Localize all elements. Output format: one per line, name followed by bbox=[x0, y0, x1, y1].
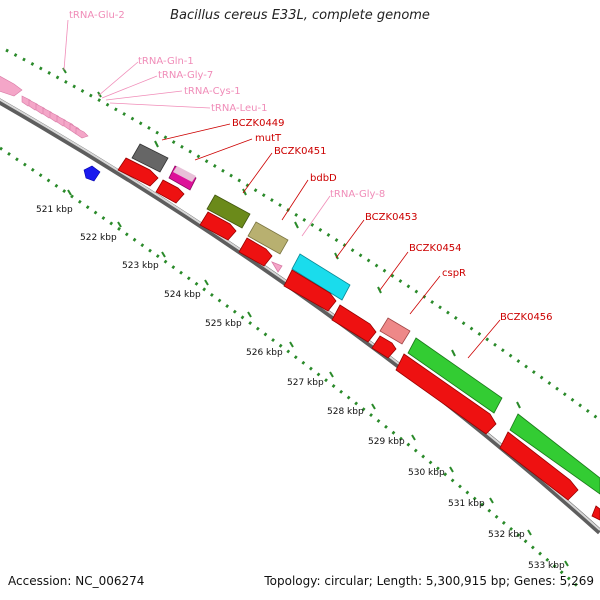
cds-strand-features bbox=[117, 157, 600, 521]
kbp-label-529: 529 kbp bbox=[368, 437, 405, 447]
label-trna-gly-8: tRNA-Gly-8 bbox=[330, 189, 385, 200]
label-bczk0451: BCZK0451 bbox=[274, 146, 327, 157]
kbp-label-530: 530 kbp bbox=[408, 468, 445, 478]
kbp-labels: 521 kbp 522 kbp 523 kbp 524 kbp 525 kbp … bbox=[36, 205, 565, 571]
trna-glu-2-feature bbox=[0, 75, 23, 97]
feature-mutt-light bbox=[173, 166, 196, 182]
label-bczk0456: BCZK0456 bbox=[500, 312, 553, 323]
kbp-label-525: 525 kbp bbox=[205, 319, 242, 329]
feature-labels: tRNA-Glu-2 tRNA-Gln-1 tRNA-Gly-7 tRNA-Cy… bbox=[69, 10, 553, 323]
label-bczk0454: BCZK0454 bbox=[409, 243, 462, 254]
cds-arrow-7 bbox=[371, 335, 397, 359]
leader-trna-gly-7 bbox=[101, 75, 158, 99]
inner-major-ticks bbox=[67, 189, 569, 567]
map-title: Bacillus cereus E33L, complete genome bbox=[170, 8, 430, 23]
feature-bdbd bbox=[247, 221, 289, 255]
label-bdbd: bdbD bbox=[310, 173, 337, 184]
inner-tick-ring bbox=[0, 146, 583, 592]
label-bczk0449: BCZK0449 bbox=[232, 118, 285, 129]
trna-feature-i bbox=[75, 127, 89, 139]
kbp-label-522: 522 kbp bbox=[80, 233, 117, 243]
feature-bczk0451 bbox=[206, 194, 251, 229]
label-trna-cys-1: tRNA-Cys-1 bbox=[184, 86, 241, 97]
cds-arrow-8 bbox=[395, 353, 497, 435]
cds-arrow-9 bbox=[499, 431, 579, 501]
feature-bczk0453 bbox=[291, 253, 351, 301]
kbp-label-528: 528 kbp bbox=[327, 407, 364, 417]
kbp-label-521: 521 kbp bbox=[36, 205, 73, 215]
leader-bczk0449 bbox=[161, 123, 231, 141]
leader-trna-cys-1 bbox=[105, 90, 183, 101]
label-trna-glu-2: tRNA-Glu-2 bbox=[69, 10, 125, 21]
label-trna-leu-1: tRNA-Leu-1 bbox=[211, 103, 267, 114]
kbp-label-526: 526 kbp bbox=[246, 348, 283, 358]
feature-bczk0449 bbox=[131, 143, 169, 173]
leader-trna-leu-1 bbox=[109, 102, 211, 109]
label-trna-gln-1: tRNA-Gln-1 bbox=[138, 56, 194, 67]
topology-text: Topology: circular; Length: 5,300,915 bp… bbox=[264, 574, 594, 588]
kbp-label-524: 524 kbp bbox=[164, 290, 201, 300]
kbp-label-532: 532 kbp bbox=[488, 530, 525, 540]
feature-cspr bbox=[379, 317, 411, 345]
accession-text: Accession: NC_006274 bbox=[8, 574, 145, 588]
cds-arrow-5 bbox=[283, 269, 337, 312]
kbp-label-527: 527 kbp bbox=[287, 378, 324, 388]
leader-bczk0453 bbox=[335, 219, 365, 259]
leader-bdbd bbox=[281, 179, 309, 221]
kbp-label-531: 531 kbp bbox=[448, 499, 485, 509]
leader-cspr bbox=[409, 275, 441, 315]
cds-arrow-2 bbox=[155, 179, 185, 204]
cds-arrow-10 bbox=[591, 505, 600, 521]
trna-cluster bbox=[0, 75, 89, 139]
cds-arrow-4 bbox=[238, 237, 273, 267]
label-trna-gly-7: tRNA-Gly-7 bbox=[158, 70, 213, 81]
cds-arrow-1 bbox=[117, 157, 159, 187]
cds-arrow-3 bbox=[199, 211, 237, 241]
leader-bczk0451 bbox=[242, 152, 273, 194]
blue-feature bbox=[83, 165, 101, 182]
gene-features bbox=[131, 143, 600, 495]
feature-trna-gly-8 bbox=[271, 261, 283, 273]
label-mutt: mutT bbox=[255, 133, 282, 144]
leader-trna-gln-1 bbox=[97, 61, 139, 97]
leader-bczk0454 bbox=[379, 251, 409, 291]
kbp-label-523: 523 kbp bbox=[122, 261, 159, 271]
leader-trna-glu-2 bbox=[63, 19, 69, 71]
leader-bczk0456 bbox=[467, 319, 501, 359]
label-leaders bbox=[63, 19, 501, 359]
cds-arrow-6 bbox=[331, 304, 377, 343]
leader-trna-gly-8 bbox=[301, 195, 331, 237]
feature-bczk0457 bbox=[509, 413, 600, 495]
leader-mutt bbox=[194, 138, 253, 161]
feature-bczk0456 bbox=[407, 337, 503, 414]
label-bczk0453: BCZK0453 bbox=[365, 212, 418, 223]
label-cspr: cspR bbox=[442, 268, 466, 279]
kbp-label-533: 533 kbp bbox=[528, 561, 565, 571]
